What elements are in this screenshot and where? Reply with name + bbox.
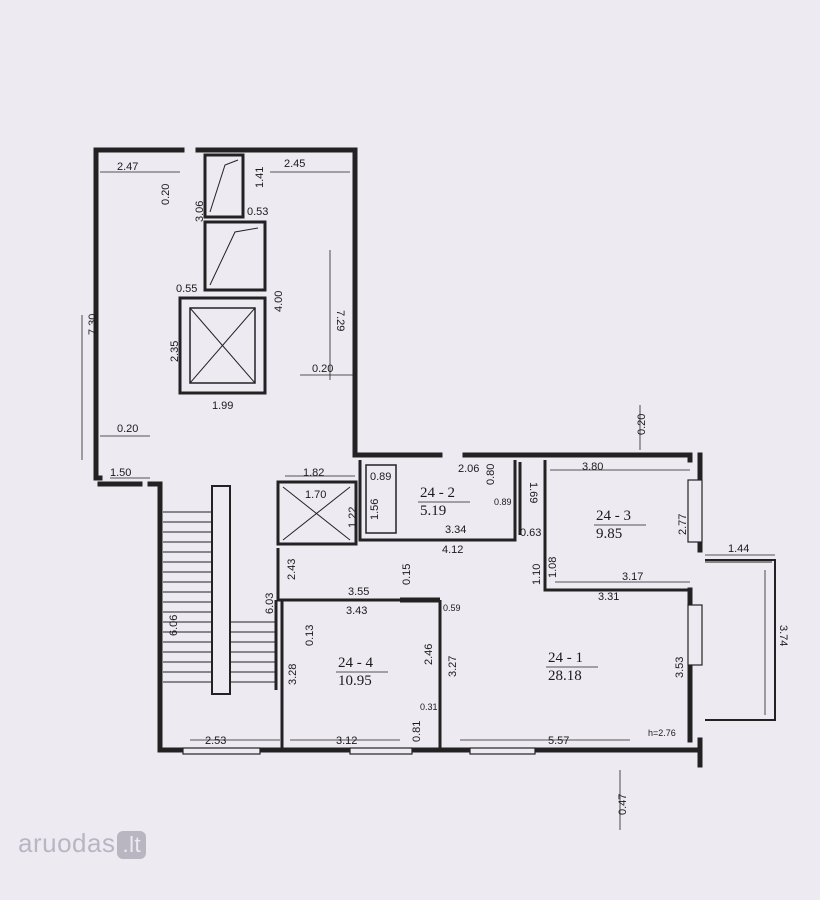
dim-label: 3.06 [194,201,206,222]
dim-label: 3.12 [336,735,357,747]
balcony [705,559,776,721]
room-id-24-4: 24 - 4 [338,655,373,671]
dim-label: 2.06 [458,463,479,475]
dim-label: 3.17 [622,571,643,583]
dim-label: 3.74 [777,625,789,646]
dim-label: 0.15 [401,564,413,585]
ceiling-height: h=2.76 [648,728,676,738]
dim-label: 1.10 [531,564,543,585]
dim-label: 2.45 [284,158,305,170]
dim-label: 1.08 [547,557,559,578]
dim-label: 3.53 [674,657,686,678]
watermark-name: aruodas [18,828,116,858]
stair-treads [163,511,276,683]
dim-label: 2.47 [117,161,138,173]
dim-label: 3.80 [582,461,603,473]
dim-label: 2.77 [677,514,689,535]
room-area-24-2: 5.19 [420,503,446,519]
dim-label: 1.50 [110,467,131,479]
walls [93,147,703,768]
dim-label: 2.53 [205,735,226,747]
dim-label: 3.43 [346,605,367,617]
dim-label: 1.56 [369,499,381,520]
dimension-labels: 2.47 2.45 0.20 1.41 3.06 0.53 0.55 4.00 … [87,158,789,815]
dim-label: 1.41 [254,167,266,188]
dim-label: 1.70 [305,489,326,501]
dim-label: 0.20 [117,423,138,435]
inner-walls [178,153,690,750]
dim-label: 3.34 [445,524,466,536]
dimension-lines [81,171,775,830]
dim-label: 0.81 [411,721,423,742]
dim-label: 2.46 [423,644,435,665]
dim-label: 3.31 [598,591,619,603]
dim-label: 0.20 [160,184,172,205]
dim-label: 6.03 [264,593,276,614]
dim-label: 7.29 [334,310,346,331]
dim-label: 4.00 [273,291,285,312]
dim-label: 4.12 [442,544,463,556]
dim-label: 0.59 [443,603,461,613]
dim-label: 0.53 [247,206,268,218]
windows [182,479,703,755]
dim-label: 1.44 [728,543,749,555]
room-area-24-1: 28.18 [548,668,582,684]
dim-label: 1.69 [527,482,539,503]
watermark-tld: .lt [117,831,147,859]
dim-label: 0.20 [636,414,648,435]
dim-label: 6.06 [168,615,180,636]
dim-label: 0.13 [304,625,316,646]
room-id-24-3: 24 - 3 [596,508,631,524]
room-id-24-2: 24 - 2 [420,485,455,501]
dim-label: 3.28 [287,664,299,685]
dim-label: 7.30 [87,314,99,335]
dim-label: 3.27 [447,656,459,677]
dim-label: 0.20 [312,363,333,375]
dim-label: 0.55 [176,283,197,295]
room-labels: 24 - 1 28.18 24 - 2 5.19 24 - 3 9.85 24 … [336,485,646,689]
dim-label: 0.89 [494,497,512,507]
dim-label: 3.55 [348,586,369,598]
dim-label: 1.22 [347,507,359,528]
dim-label: 0.89 [370,471,391,483]
dim-label: 0.31 [420,702,438,712]
dim-label: 5.57 [548,735,569,747]
room-area-24-3: 9.85 [596,526,622,542]
dim-label: 0.47 [617,794,629,815]
watermark-logo: aruodas.lt [18,828,147,859]
dim-label: 1.99 [212,400,233,412]
room-area-24-4: 10.95 [338,673,372,689]
dim-label: 2.43 [286,559,298,580]
room-id-24-1: 24 - 1 [548,650,583,666]
dim-label: 0.80 [485,464,497,485]
dim-label: 2.35 [169,341,181,362]
dim-label: 0.63 [520,527,541,539]
dim-label: 1.82 [303,467,324,479]
